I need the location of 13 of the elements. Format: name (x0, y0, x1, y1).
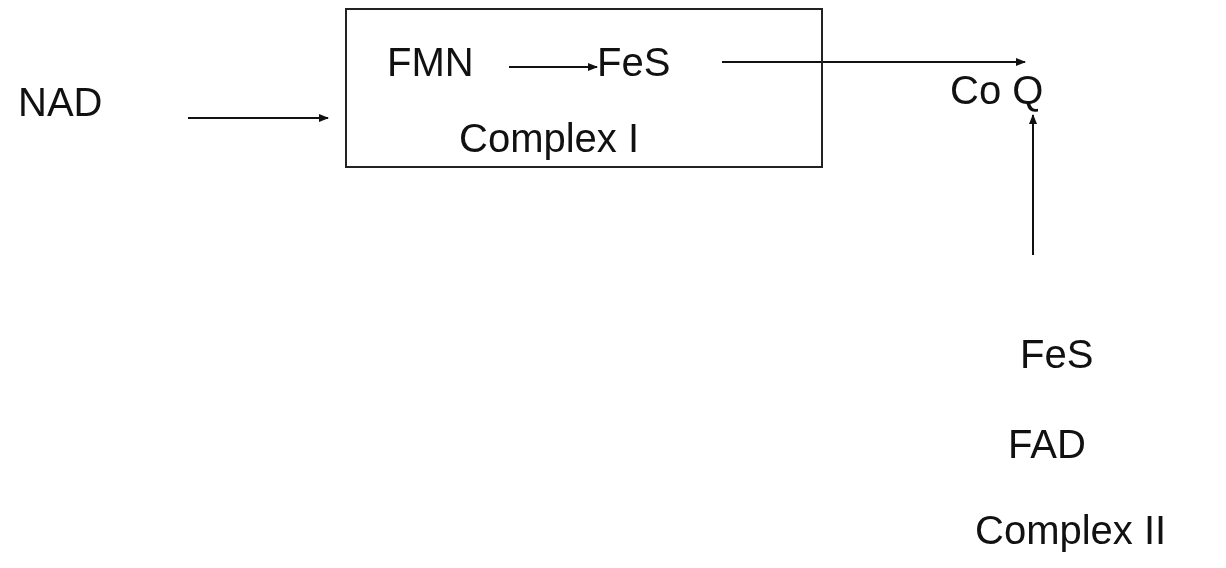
molecule-label: FAD (1008, 424, 1086, 464)
molecule-label: FMN (387, 42, 474, 82)
complex-box (345, 8, 823, 168)
arrow (508, 63, 598, 71)
molecule-label: FeS (597, 42, 671, 82)
arrow (187, 114, 329, 122)
molecule-label: Complex II (975, 510, 1167, 550)
molecule-label: Co Q (950, 70, 1044, 110)
complex-label: Complex I (459, 118, 640, 158)
arrow (721, 58, 1026, 66)
arrow (1029, 114, 1037, 256)
molecule-label: FeS (1020, 334, 1094, 374)
molecule-label: NAD (18, 82, 103, 122)
